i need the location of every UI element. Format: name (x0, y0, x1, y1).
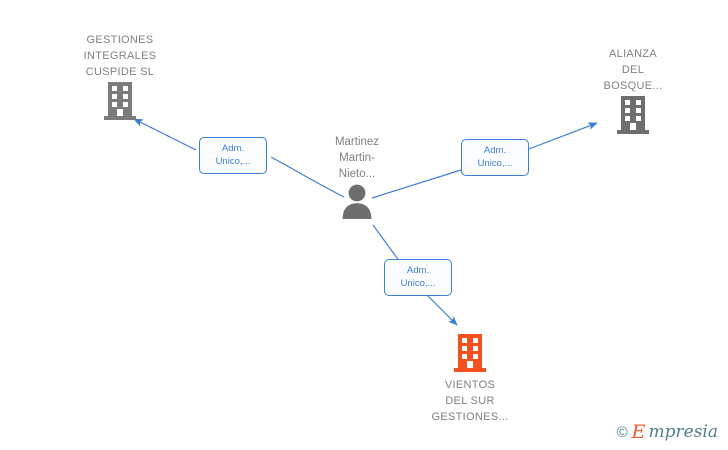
copyright-icon: © (616, 424, 628, 441)
edge-line-gestiones-upper (133, 118, 197, 151)
building-icon (410, 332, 530, 374)
node-martinez-martin-nieto[interactable]: Martinez Martin- Nieto... (307, 134, 407, 220)
node-alianza-del-bosque[interactable]: ALIANZA DEL BOSQUE... (578, 46, 688, 136)
brand-initial: E (631, 421, 646, 443)
building-icon (40, 80, 200, 122)
node-vientos-del-sur-gestiones[interactable]: VIENTOS DEL SUR GESTIONES... (410, 332, 530, 425)
node-label-martinez-martin-nieto: Martinez Martin- Nieto... (334, 136, 380, 180)
building-icon (578, 94, 688, 136)
person-icon (307, 182, 407, 220)
watermark-empresia: © E mpresia (617, 423, 718, 442)
edge-line-vientos-upper (372, 224, 401, 263)
brand-name: mpresia (648, 422, 719, 442)
node-label-alianza-del-bosque: ALIANZA DEL BOSQUE... (603, 48, 663, 92)
edge-label-gestiones-integrales-cuspide[interactable]: Adm. Unico,... (199, 137, 267, 174)
node-gestiones-integrales-cuspide[interactable]: GESTIONES INTEGRALES CUSPIDE SL (40, 32, 200, 122)
edge-label-alianza-del-bosque[interactable]: Adm. Unico,... (461, 139, 529, 176)
edge-line-vientos-lower (424, 292, 458, 326)
node-label-gestiones-integrales-cuspide: GESTIONES INTEGRALES CUSPIDE SL (83, 34, 157, 78)
node-label-vientos-del-sur-gestiones: VIENTOS DEL SUR GESTIONES... (431, 379, 509, 423)
edge-label-vientos-del-sur-gestiones[interactable]: Adm. Unico,... (384, 259, 452, 296)
